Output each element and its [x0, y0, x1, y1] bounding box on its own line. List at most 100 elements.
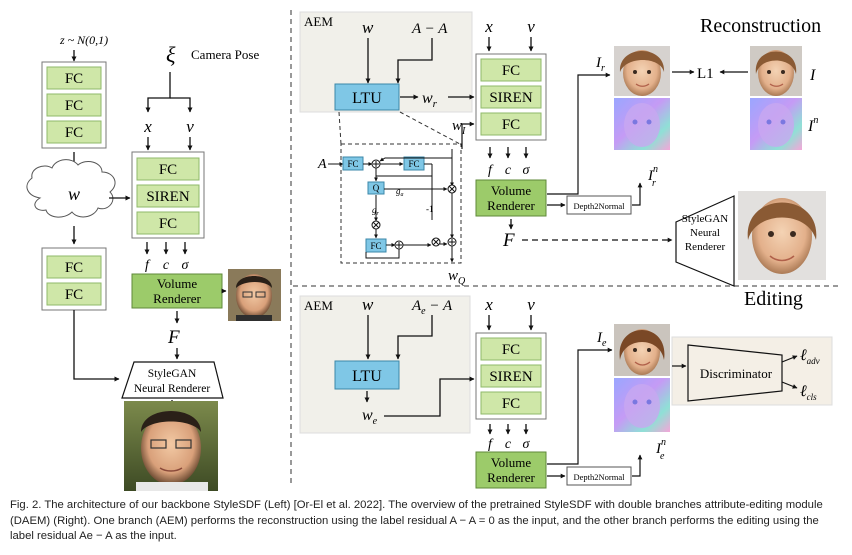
loss-adv: ℓadv	[800, 347, 820, 366]
output-c: c	[505, 437, 512, 452]
feature-F: F	[167, 327, 180, 348]
volume-renderer	[475, 179, 547, 217]
w-r: wr	[422, 90, 438, 110]
reconstruction-title: Reconstruction	[700, 15, 821, 37]
ltu-label: LTU	[352, 368, 382, 385]
discriminator	[687, 344, 783, 402]
volume-renderer-label: Renderer	[487, 198, 535, 213]
output-c: c	[505, 163, 512, 178]
aem-title: AEM	[304, 14, 333, 29]
output-c: c	[163, 258, 170, 273]
ground-truth-normal-map	[750, 98, 802, 150]
discriminator-label: Discriminator	[700, 366, 773, 381]
output-sigma: σ	[523, 163, 531, 178]
edit-label-residual: Ae − A	[411, 298, 453, 317]
I-e: Ie	[596, 330, 607, 349]
stylegan-label: Neural	[690, 227, 720, 239]
low-res-face-image	[228, 269, 281, 321]
edited-face	[614, 324, 670, 376]
siren-label: SIREN	[489, 369, 533, 385]
ltu-input-A: A	[317, 157, 327, 172]
ltu-block	[334, 83, 400, 111]
figure-caption: Fig. 2. The architecture of our backbone…	[10, 498, 844, 545]
stylegan-label: StyleGAN	[148, 368, 197, 380]
fc-label: FC	[502, 396, 520, 412]
stylegan-output-face	[738, 191, 826, 280]
ray-x: x	[484, 17, 493, 36]
output-f: f	[488, 163, 494, 178]
fc-label: FC	[502, 63, 520, 79]
ground-truth-I-n: In	[807, 115, 818, 135]
output-f: f	[488, 437, 494, 452]
high-res-face-image	[124, 401, 218, 491]
g-r: gr	[372, 205, 380, 217]
feature-F: F	[502, 230, 515, 251]
ltu-q-label: Q	[373, 183, 380, 193]
reconstruction-branch: AEM w A − A LTU wr wI A FC FC	[299, 11, 826, 287]
ground-truth-I: I	[809, 67, 816, 84]
minus-one: -1	[426, 204, 434, 214]
ltu-fc-label: FC	[370, 241, 381, 251]
depth2normal	[566, 195, 632, 215]
g-a: ga	[396, 186, 404, 198]
volume-renderer-label: Volume	[491, 183, 531, 198]
ltu-detail-graph: A FC FC Q ga gr -1	[317, 149, 457, 263]
I-r: Ir	[595, 55, 605, 74]
ray-v: v	[186, 117, 194, 136]
ray-v: v	[527, 17, 535, 36]
stylegan-label: Renderer	[685, 241, 726, 253]
editing-title: Editing	[744, 288, 803, 310]
fc-label: FC	[65, 71, 83, 87]
noise-label: z ~ N(0,1)	[59, 33, 108, 47]
aem-title: AEM	[304, 298, 333, 313]
aem-w: w	[362, 295, 374, 314]
volume-renderer-label: Renderer	[153, 291, 201, 306]
reconstructed-face	[614, 46, 670, 96]
output-sigma: σ	[523, 437, 531, 452]
volume-renderer-label: Volume	[491, 455, 531, 470]
stylegan-label: Neural Renderer	[134, 383, 210, 395]
w-I: wI	[452, 118, 466, 137]
l1-loss: L1	[697, 66, 714, 82]
editing-branch: Editing AEM w Ae − A LTU we x v FC SIREN…	[299, 288, 833, 489]
stylegan-renderer	[121, 361, 224, 399]
edited-normal-map	[614, 378, 670, 432]
loss-cls: ℓcls	[800, 383, 817, 402]
architecture-diagram: z ~ N(0,1) FC FC FC w FC FC ξ Camera Pos…	[26, 10, 842, 491]
fc-label: FC	[159, 216, 177, 232]
w-Q: wQ	[448, 268, 466, 287]
camera-xi: ξ	[166, 42, 176, 67]
depth2normal-label: Depth2Normal	[574, 201, 626, 211]
latent-w: w	[68, 184, 80, 204]
ltu-fc-label: FC	[347, 159, 358, 169]
camera-pose-label: Camera Pose	[191, 47, 259, 62]
caption-text: Fig. 2. The architecture of our backbone…	[10, 499, 823, 542]
left-panel: z ~ N(0,1) FC FC FC w FC FC ξ Camera Pos…	[26, 33, 281, 491]
ltu-fc-label: FC	[408, 159, 419, 169]
ltu-label: LTU	[352, 90, 382, 107]
latent-cloud	[26, 159, 116, 218]
fc-label: FC	[65, 260, 83, 276]
depth2normal-label: Depth2Normal	[574, 472, 626, 482]
ray-x: x	[143, 117, 152, 136]
fc-label: FC	[65, 287, 83, 303]
ltu-block	[334, 360, 400, 390]
volume-renderer	[475, 451, 547, 489]
fc-label: FC	[502, 117, 520, 133]
ray-x: x	[484, 295, 493, 314]
mapping-fc-stack-top: FC FC FC	[46, 66, 102, 144]
ground-truth-face	[750, 46, 802, 96]
output-f: f	[145, 258, 151, 273]
depth2normal	[566, 466, 632, 486]
output-sigma: σ	[182, 258, 190, 273]
label-residual: A − A	[411, 21, 448, 37]
fc-label: FC	[502, 342, 520, 358]
siren-label: SIREN	[489, 90, 533, 106]
fc-label: FC	[65, 125, 83, 141]
siren-label: SIREN	[146, 189, 190, 205]
reconstructed-normal-map	[614, 98, 670, 150]
fc-label: FC	[65, 98, 83, 114]
aem-w: w	[362, 18, 374, 37]
stylegan-renderer	[675, 195, 735, 287]
